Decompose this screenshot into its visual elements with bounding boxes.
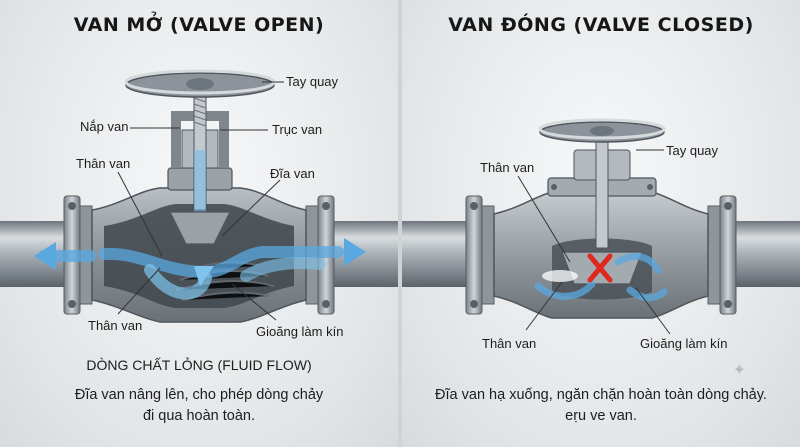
closed-caption-line1: Đĩa van hạ xuống, ngăn chặn hoàn toàn dò…: [435, 387, 767, 403]
stem-flow: [194, 150, 206, 220]
left-flange: [465, 195, 495, 315]
panel-divider: [398, 0, 402, 447]
arrow-icon: [34, 242, 56, 270]
left-flange: [63, 195, 93, 315]
seal-highlight: [542, 270, 578, 282]
blocked-flow: [534, 252, 668, 302]
flow-label: DÒNG CHẤT LỎNG (FLUID FLOW): [86, 357, 312, 373]
label-seal: Gioăng làm kín: [256, 324, 344, 339]
label-handwheel: Tay quay: [286, 74, 339, 89]
handwheel: [538, 118, 666, 143]
arrow-icon: [194, 266, 214, 286]
valve-open-title: VAN MỞ (VALVE OPEN): [73, 14, 325, 36]
label-body-top: Thân van: [480, 160, 535, 175]
valve-closed-title: VAN ĐÓNG (VALVE CLOSED): [448, 14, 754, 36]
arrow-icon: [344, 238, 366, 266]
valve-stem: [595, 137, 609, 249]
label-handwheel: Tay quay: [666, 143, 719, 158]
right-flange: [707, 195, 737, 315]
handwheel: [124, 69, 276, 98]
open-caption-line1: Đĩa van nâng lên, cho phép dòng chảy: [74, 387, 324, 403]
sparkle-icon: ✦: [732, 360, 746, 379]
label-disc: Đĩa van: [270, 166, 315, 181]
valve-closed-panel: VAN ĐÓNG (VALVE CLOSED): [402, 0, 800, 447]
valve-open-panel: VAN MỞ (VALVE OPEN): [0, 0, 398, 447]
open-caption-line2: đi qua hoàn toàn.: [142, 408, 256, 424]
label-bonnet: Nắp van: [80, 119, 129, 134]
valve-closed-illustration: [402, 118, 800, 335]
cross-icon: [587, 253, 613, 283]
label-body-bottom: Thân van: [88, 318, 143, 333]
valve-disc: [169, 211, 231, 245]
label-seal: Gioăng làm kín: [640, 336, 728, 351]
stem-thread: [193, 97, 207, 127]
leader-lines: [117, 81, 284, 321]
label-body-top: Thân van: [76, 156, 131, 171]
label-stem: Trục van: [272, 122, 323, 137]
leader-lines: [517, 149, 671, 335]
closed-caption-line2: eṛu ve van.: [565, 408, 637, 424]
label-body-bottom: Thân van: [482, 336, 537, 351]
valve-open-illustration: [0, 69, 398, 323]
